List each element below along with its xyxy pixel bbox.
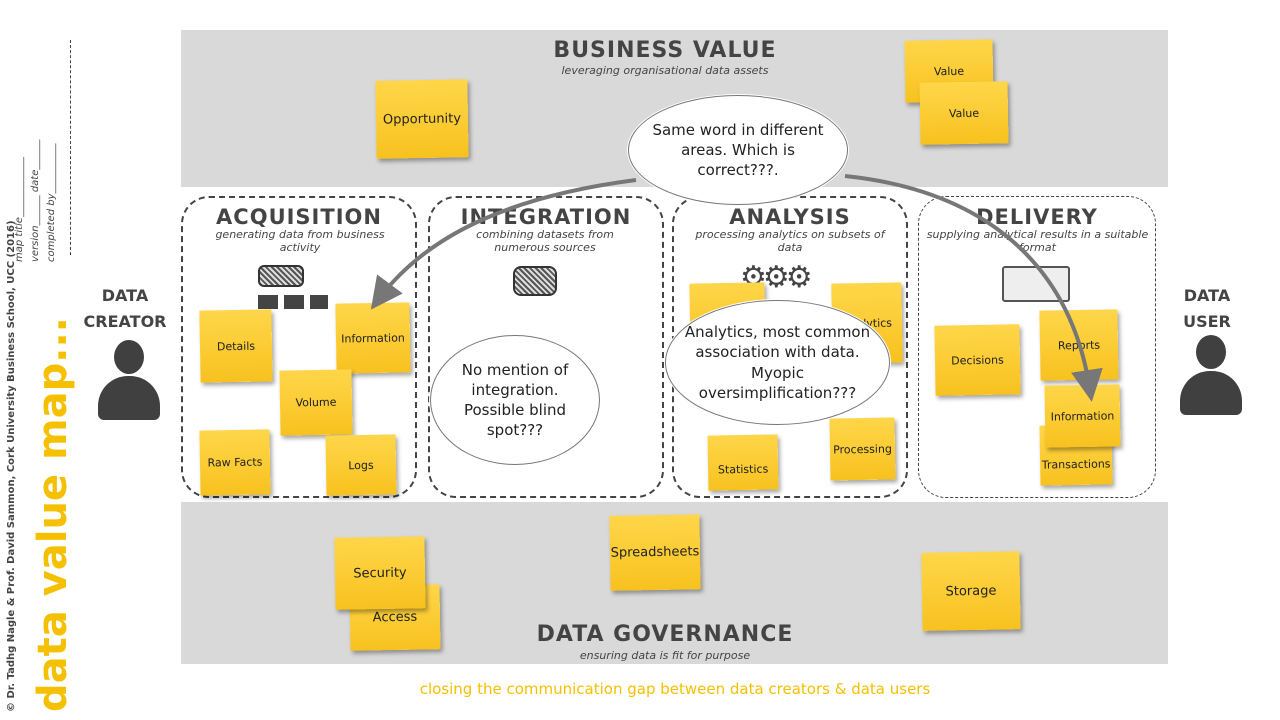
arrow-to-acquisition <box>370 178 637 310</box>
form-line <box>70 40 71 255</box>
stage-subtitle: generating data from business activity <box>215 228 385 254</box>
comment-cloud: Analytics, most common association with … <box>665 300 890 425</box>
business-value-subtitle: leveraging organisational data assets <box>561 64 769 77</box>
comment-cloud: Same word in different areas. Which is c… <box>628 95 848 205</box>
stage-title: ACQUISITION <box>216 205 382 229</box>
business-value-title: BUSINESS VALUE <box>553 38 777 63</box>
stage-title: ANALYSIS <box>729 205 851 229</box>
governance-title: DATA GOVERNANCE <box>536 622 794 647</box>
database-icon <box>258 265 304 287</box>
stage-title: DELIVERY <box>976 205 1098 229</box>
data-creator-person-icon <box>98 340 160 420</box>
stage-subtitle: combining datasets from numerous sources <box>476 228 614 254</box>
comment-cloud: No mention of integration. Possible blin… <box>430 335 600 465</box>
stage-subtitle: processing analytics on subsets of data <box>695 228 885 254</box>
data-user-person-icon <box>1180 335 1242 415</box>
data-files-icon <box>258 295 328 309</box>
arrow-to-delivery <box>844 174 1103 402</box>
footer-tagline: closing the communication gap between da… <box>419 680 931 698</box>
data-creator-label: DATA CREATOR <box>83 286 167 331</box>
governance-subtitle: ensuring data is fit for purpose <box>579 649 751 662</box>
database-icon <box>513 266 557 296</box>
stage-subtitle: supplying analytical results in a suitab… <box>926 228 1149 254</box>
data-user-label: DATA USER <box>1183 286 1231 331</box>
